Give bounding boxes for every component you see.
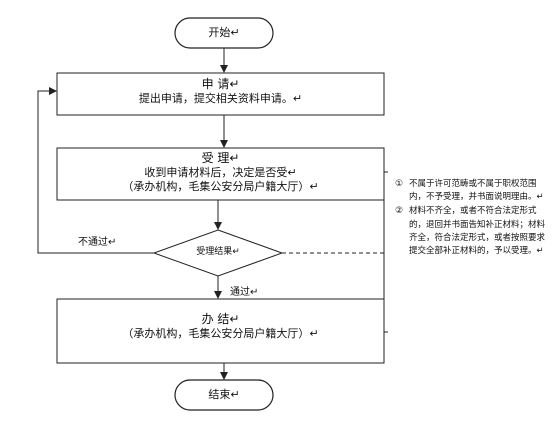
note-text: 材料不齐全，或者不符合法定形式的，退回并书面告知补正材料；材料齐全，符合法定形式… [409, 206, 546, 256]
accept-text: 受 理↵ 收到申请材料后，决定是否受↵ （承办机构，毛集公安分局户籍大厅）↵ [57, 151, 384, 194]
note-item: ② 材料不齐全，或者不符合法定形式的，退回并书面告知补正材料；材料齐全，符合法定… [395, 205, 545, 258]
note-item: ① 不属于许可范畴或不属于职权范围内，不予受理，并书面说明理由。↵ [395, 178, 545, 204]
accept-title: 受 理↵ [201, 151, 240, 165]
note-number: ① [395, 179, 404, 189]
apply-box [56, 72, 385, 116]
handle-desc: （承办机构，毛集公安分局户籍大厅）↵ [122, 327, 319, 340]
handle-box [56, 298, 385, 364]
arrow-reject-loop [37, 87, 154, 254]
accept-desc-2: （承办机构，毛集公安分局户籍大厅）↵ [122, 179, 319, 193]
rejection-notes: ① 不属于许可范畴或不属于职权范围内，不予受理，并书面说明理由。↵ ② 材料不齐… [395, 178, 545, 259]
end-label: 结束↵ [208, 388, 240, 401]
note-number: ② [395, 206, 404, 217]
start-label: 开始↵ [208, 26, 240, 39]
decision-label: 受理结果↵ [196, 247, 240, 257]
apply-text: 申 请↵ 提出申请，提交相关资料申请。↵ [57, 77, 384, 106]
apply-desc: 提出申请，提交相关资料申请。↵ [138, 92, 303, 105]
note-text: 不属于许可范畴或不属于职权范围内，不予受理，并书面说明理由。↵ [409, 179, 544, 203]
fail-label: 不通过↵ [78, 237, 117, 248]
handle-text: 办 结↵ （承办机构，毛集公安分局户籍大厅）↵ [57, 312, 384, 341]
accept-desc-1: 收到申请材料后，决定是否受↵ [144, 166, 297, 179]
handle-title: 办 结↵ [201, 312, 240, 326]
accept-box [56, 147, 385, 201]
end-node [174, 379, 274, 411]
pass-label: 通过↵ [230, 287, 259, 298]
note-bracket [383, 171, 388, 333]
apply-title: 申 请↵ [201, 77, 240, 91]
